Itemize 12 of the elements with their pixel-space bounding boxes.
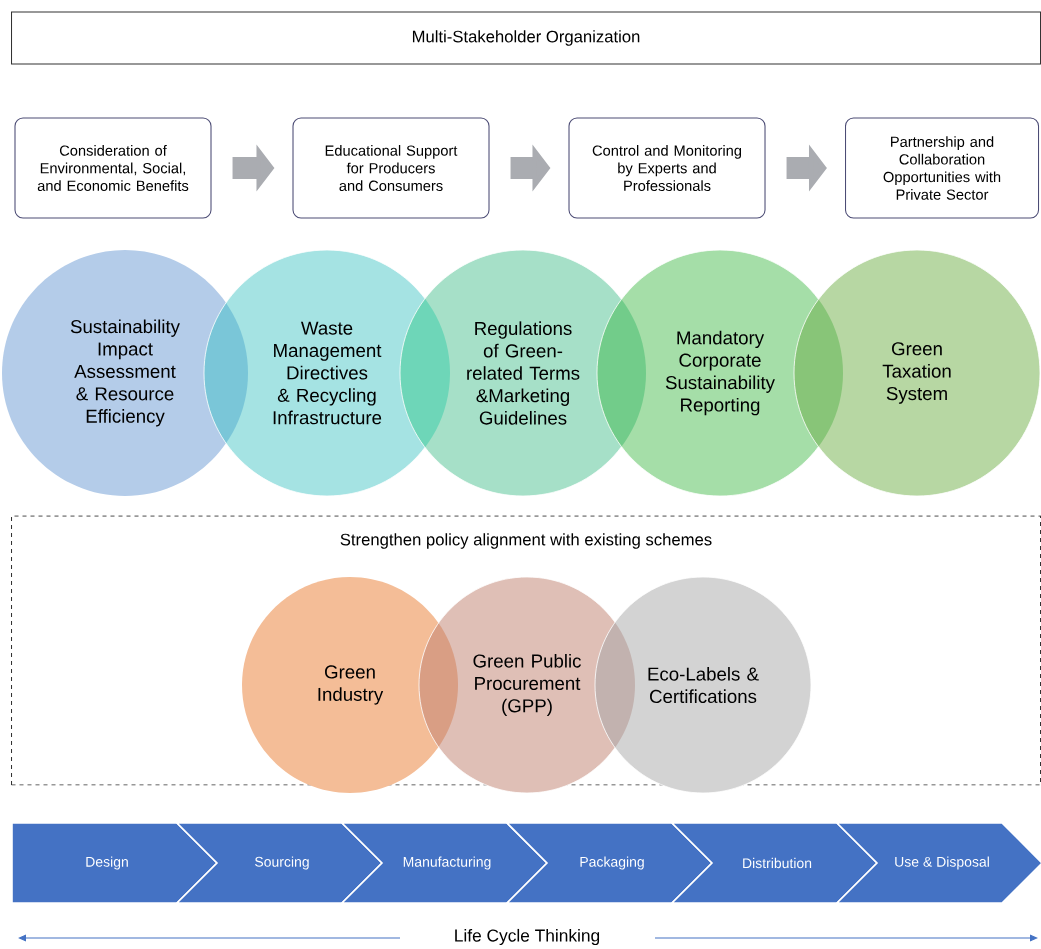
node-label: Use & Disposal <box>895 856 989 870</box>
stage-band: Packaging <box>505 822 714 904</box>
process-box: Educational Support for Producers and Consumers <box>292 117 490 219</box>
process-box: Partnership and Collaboration Opportunities with Private Sector <box>845 117 1040 219</box>
stage-band: Distribution <box>670 822 879 904</box>
process-box: Control and Monitoring by Experts and Professionals <box>568 117 766 219</box>
stage-band: Use & Disposal <box>835 822 1041 904</box>
process-box: Consideration of Environmental, Social, and Economic Benefits <box>14 117 212 219</box>
stage-band: Manufacturing <box>340 822 549 904</box>
title-box: Multi-Stakeholder Organization <box>10 11 1041 65</box>
stage-band: Sourcing <box>175 822 384 904</box>
caption-text: Life Cycle Thinking <box>455 928 600 946</box>
